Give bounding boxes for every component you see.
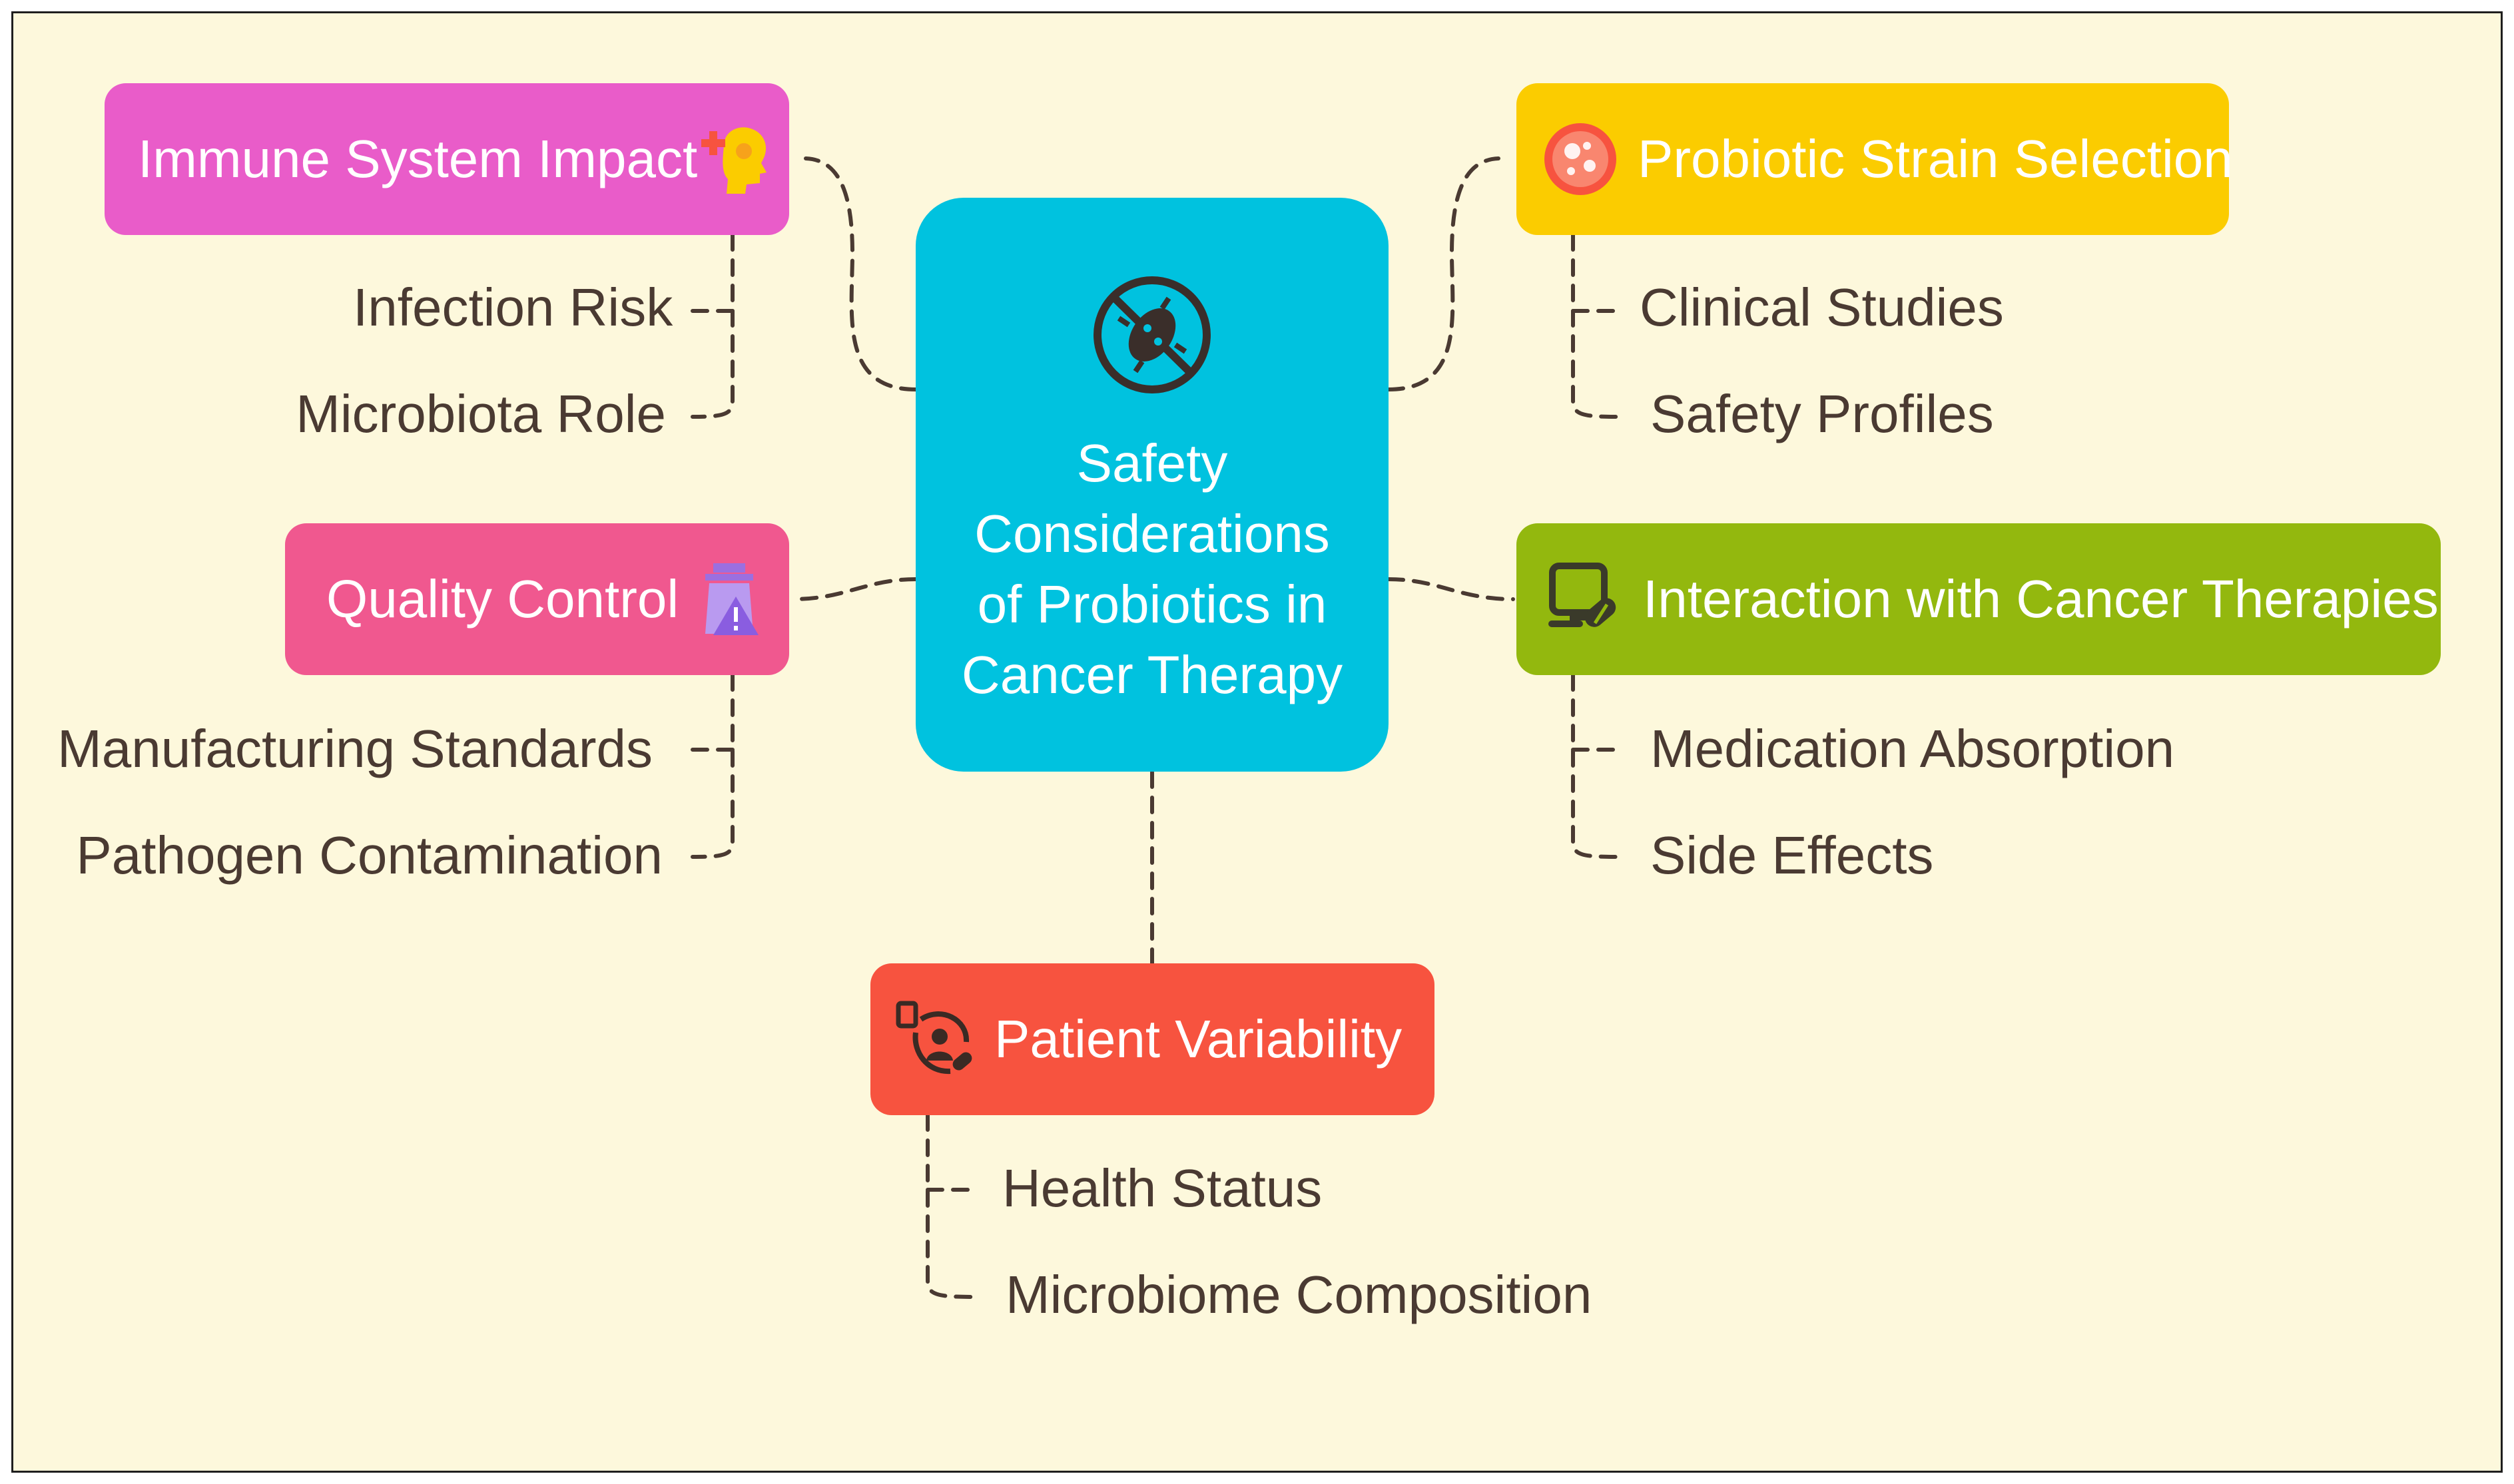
branch-item: Microbiota Role <box>296 384 666 443</box>
bacteria-icon <box>1089 262 1215 408</box>
branch-item: Health Status <box>1002 1158 1323 1218</box>
central-title: Safety Considerations of Probiotics in C… <box>962 428 1343 710</box>
patient-profile-icon <box>894 999 974 1079</box>
branch-label: Probiotic Strain Selection <box>1638 129 2233 188</box>
branch-item: Clinical Studies <box>1640 278 2004 337</box>
bottle-warning-icon <box>689 559 769 639</box>
central-title-line-3: of Probiotics in <box>977 575 1327 634</box>
device-pill-icon <box>1543 559 1623 639</box>
central-title-line-4: Cancer Therapy <box>961 645 1343 704</box>
branch-label: Patient Variability <box>994 1009 1403 1069</box>
central-title-line-2: Considerations <box>974 504 1330 563</box>
branch-immune-system-impact: Immune System Impact <box>105 83 789 235</box>
branch-item: Medication Absorption <box>1650 719 2175 778</box>
branch-interaction-cancer-therapies: Interaction with Cancer Therapies <box>1516 523 2441 675</box>
branch-label: Quality Control <box>326 569 679 628</box>
central-topic: Safety Considerations of Probiotics in C… <box>916 198 1389 772</box>
branch-quality-control: Quality Control <box>285 523 789 675</box>
branch-item: Safety Profiles <box>1650 384 1994 443</box>
central-title-line-1: Safety <box>1076 433 1228 493</box>
branch-item: Pathogen Contamination <box>76 826 663 885</box>
branch-item: Side Effects <box>1650 826 1934 885</box>
petri-dish-icon <box>1540 119 1620 199</box>
branch-patient-variability: Patient Variability <box>870 963 1434 1115</box>
branch-label: Interaction with Cancer Therapies <box>1643 569 2439 628</box>
branch-item: Infection Risk <box>353 278 673 337</box>
branch-item: Manufacturing Standards <box>57 719 653 778</box>
head-plus-icon <box>697 119 777 199</box>
branch-label: Immune System Impact <box>138 129 698 188</box>
branch-item: Microbiome Composition <box>1006 1265 1592 1324</box>
branch-probiotic-strain-selection: Probiotic Strain Selection <box>1516 83 2233 235</box>
